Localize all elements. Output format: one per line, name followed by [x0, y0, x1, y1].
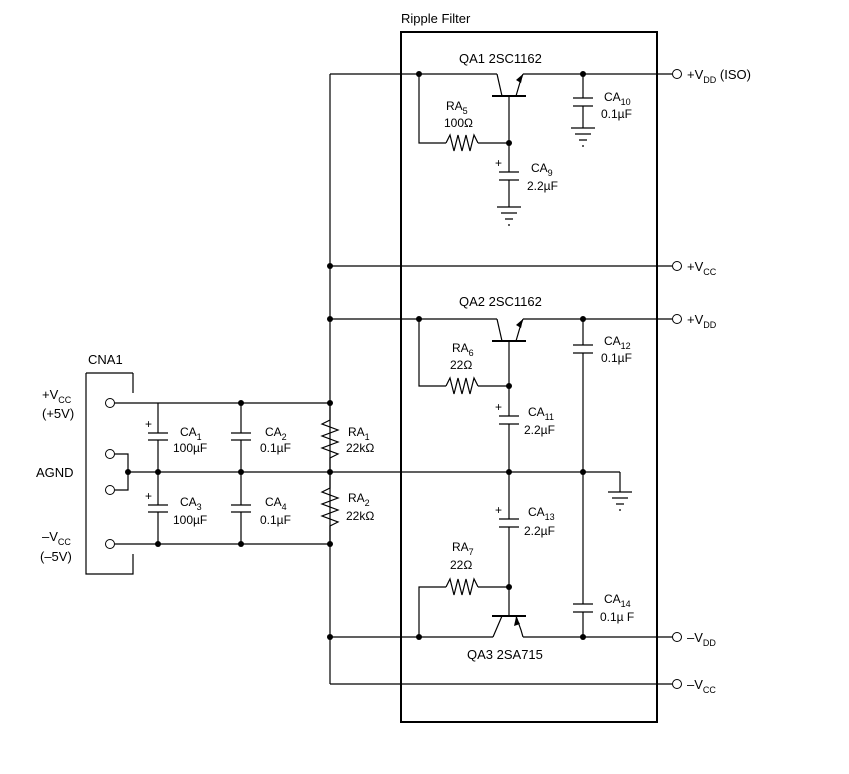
transistor-qa3-arrow	[514, 617, 520, 626]
output-terminal-vdd-neg[interactable]	[672, 632, 682, 642]
ground-ca9	[497, 206, 521, 226]
output-label-vcc-neg: –VCC	[687, 677, 716, 695]
output-label-vcc-pos: +VCC	[687, 259, 717, 277]
connector-terminal-vcc-neg[interactable]	[105, 539, 115, 549]
ca9-value: 2.2µF	[527, 179, 558, 193]
ripple-filter-box	[400, 31, 658, 723]
ra7-value: 22Ω	[450, 558, 472, 572]
capacitor-ca1	[148, 403, 168, 472]
resistor-ra2	[320, 472, 340, 544]
ra5-value: 100Ω	[444, 116, 473, 130]
transistor-qa1-arrow	[516, 74, 523, 83]
transistor-qa2-leads	[496, 318, 524, 342]
ca12-name: CA12	[604, 334, 631, 351]
pin-label-vcc-neg: –VCC	[42, 529, 71, 547]
ra2-value: 22kΩ	[346, 509, 374, 523]
ground-main	[608, 472, 632, 511]
ca9-polarity: +	[495, 156, 502, 170]
ra1-value: 22kΩ	[346, 441, 374, 455]
wire-stage3	[418, 472, 672, 638]
ra1-name: RA1	[348, 425, 370, 442]
ca11-name: CA11	[528, 405, 554, 422]
ra6-name: RA6	[452, 341, 474, 358]
ca4-value: 0.1µF	[260, 513, 291, 527]
ca3-name: CA3	[180, 495, 202, 512]
resistor-ra5	[445, 133, 479, 152]
ground-ca10	[571, 127, 595, 147]
ca11-polarity: +	[495, 400, 502, 414]
output-terminal-vdd-iso[interactable]	[672, 69, 682, 79]
capacitor-ca14	[573, 603, 593, 613]
wire-stage2	[418, 318, 672, 604]
ca1-polarity: +	[145, 417, 152, 431]
connector-label: CNA1	[88, 352, 123, 367]
pin-label-vcc-pos: +VCC	[42, 387, 72, 405]
ca11-value: 2.2µF	[524, 423, 555, 437]
capacitor-ca10	[573, 97, 593, 107]
pin-note-vcc-neg: (–5V)	[40, 549, 72, 564]
output-label-vdd-neg: –VDD	[687, 630, 716, 648]
ca13-name: CA13	[528, 505, 555, 522]
ra7-name: RA7	[452, 540, 474, 557]
ca14-name: CA14	[604, 592, 631, 609]
output-terminal-vcc-pos[interactable]	[672, 261, 682, 271]
capacitor-ca2	[231, 403, 251, 472]
wire-stage1	[330, 73, 672, 207]
capacitor-ca13	[499, 518, 519, 528]
ca12-value: 0.1µF	[601, 351, 632, 365]
resistor-ra7	[445, 577, 479, 596]
ca4-name: CA4	[265, 495, 287, 512]
ca2-name: CA2	[265, 425, 287, 442]
connector-body	[85, 372, 134, 575]
output-terminal-vdd-pos[interactable]	[672, 314, 682, 324]
capacitor-ca3	[148, 472, 168, 544]
pin-label-agnd: AGND	[36, 465, 74, 480]
pin-note-vcc-pos: (+5V)	[42, 406, 74, 421]
ra2-name: RA2	[348, 491, 370, 508]
ca3-polarity: +	[145, 489, 152, 503]
capacitor-ca11	[499, 415, 519, 425]
qa3-label: QA3 2SA715	[467, 647, 543, 662]
ca13-polarity: +	[495, 503, 502, 517]
output-label-vdd-pos: +VDD	[687, 312, 717, 330]
output-terminal-vcc-neg[interactable]	[672, 679, 682, 689]
ripple-filter-title: Ripple Filter	[401, 11, 471, 26]
ca3-value: 100µF	[173, 513, 207, 527]
capacitor-ca12	[573, 344, 593, 354]
connector-terminal-vcc-pos[interactable]	[105, 398, 115, 408]
transistor-qa1-leads	[496, 73, 524, 97]
ca10-value: 0.1µF	[601, 107, 632, 121]
transistor-qa3-leads	[492, 615, 524, 638]
ca14-value: 0.1µ F	[600, 610, 634, 624]
ra5-name: RA5	[446, 99, 468, 116]
wire-input-rails	[115, 74, 672, 685]
ca1-name: CA1	[180, 425, 202, 442]
capacitor-ca9	[499, 171, 519, 181]
junction-dots	[125, 71, 586, 640]
ca9-name: CA9	[531, 161, 553, 178]
ra6-value: 22Ω	[450, 358, 472, 372]
connector-terminal-agnd-2[interactable]	[105, 485, 115, 495]
connector-terminal-agnd-1[interactable]	[105, 449, 115, 459]
ca10-name: CA10	[604, 90, 631, 107]
ca13-value: 2.2µF	[524, 524, 555, 538]
qa2-label: QA2 2SC1162	[459, 294, 542, 309]
transistor-qa2-arrow	[516, 319, 523, 328]
ca1-value: 100µF	[173, 441, 207, 455]
resistor-ra6	[445, 376, 479, 395]
resistor-ra1	[320, 403, 340, 472]
qa1-label: QA1 2SC1162	[459, 51, 542, 66]
ca2-value: 0.1µF	[260, 441, 291, 455]
output-label-vdd-iso: +VDD (ISO)	[687, 67, 751, 85]
capacitor-ca4	[231, 472, 251, 544]
